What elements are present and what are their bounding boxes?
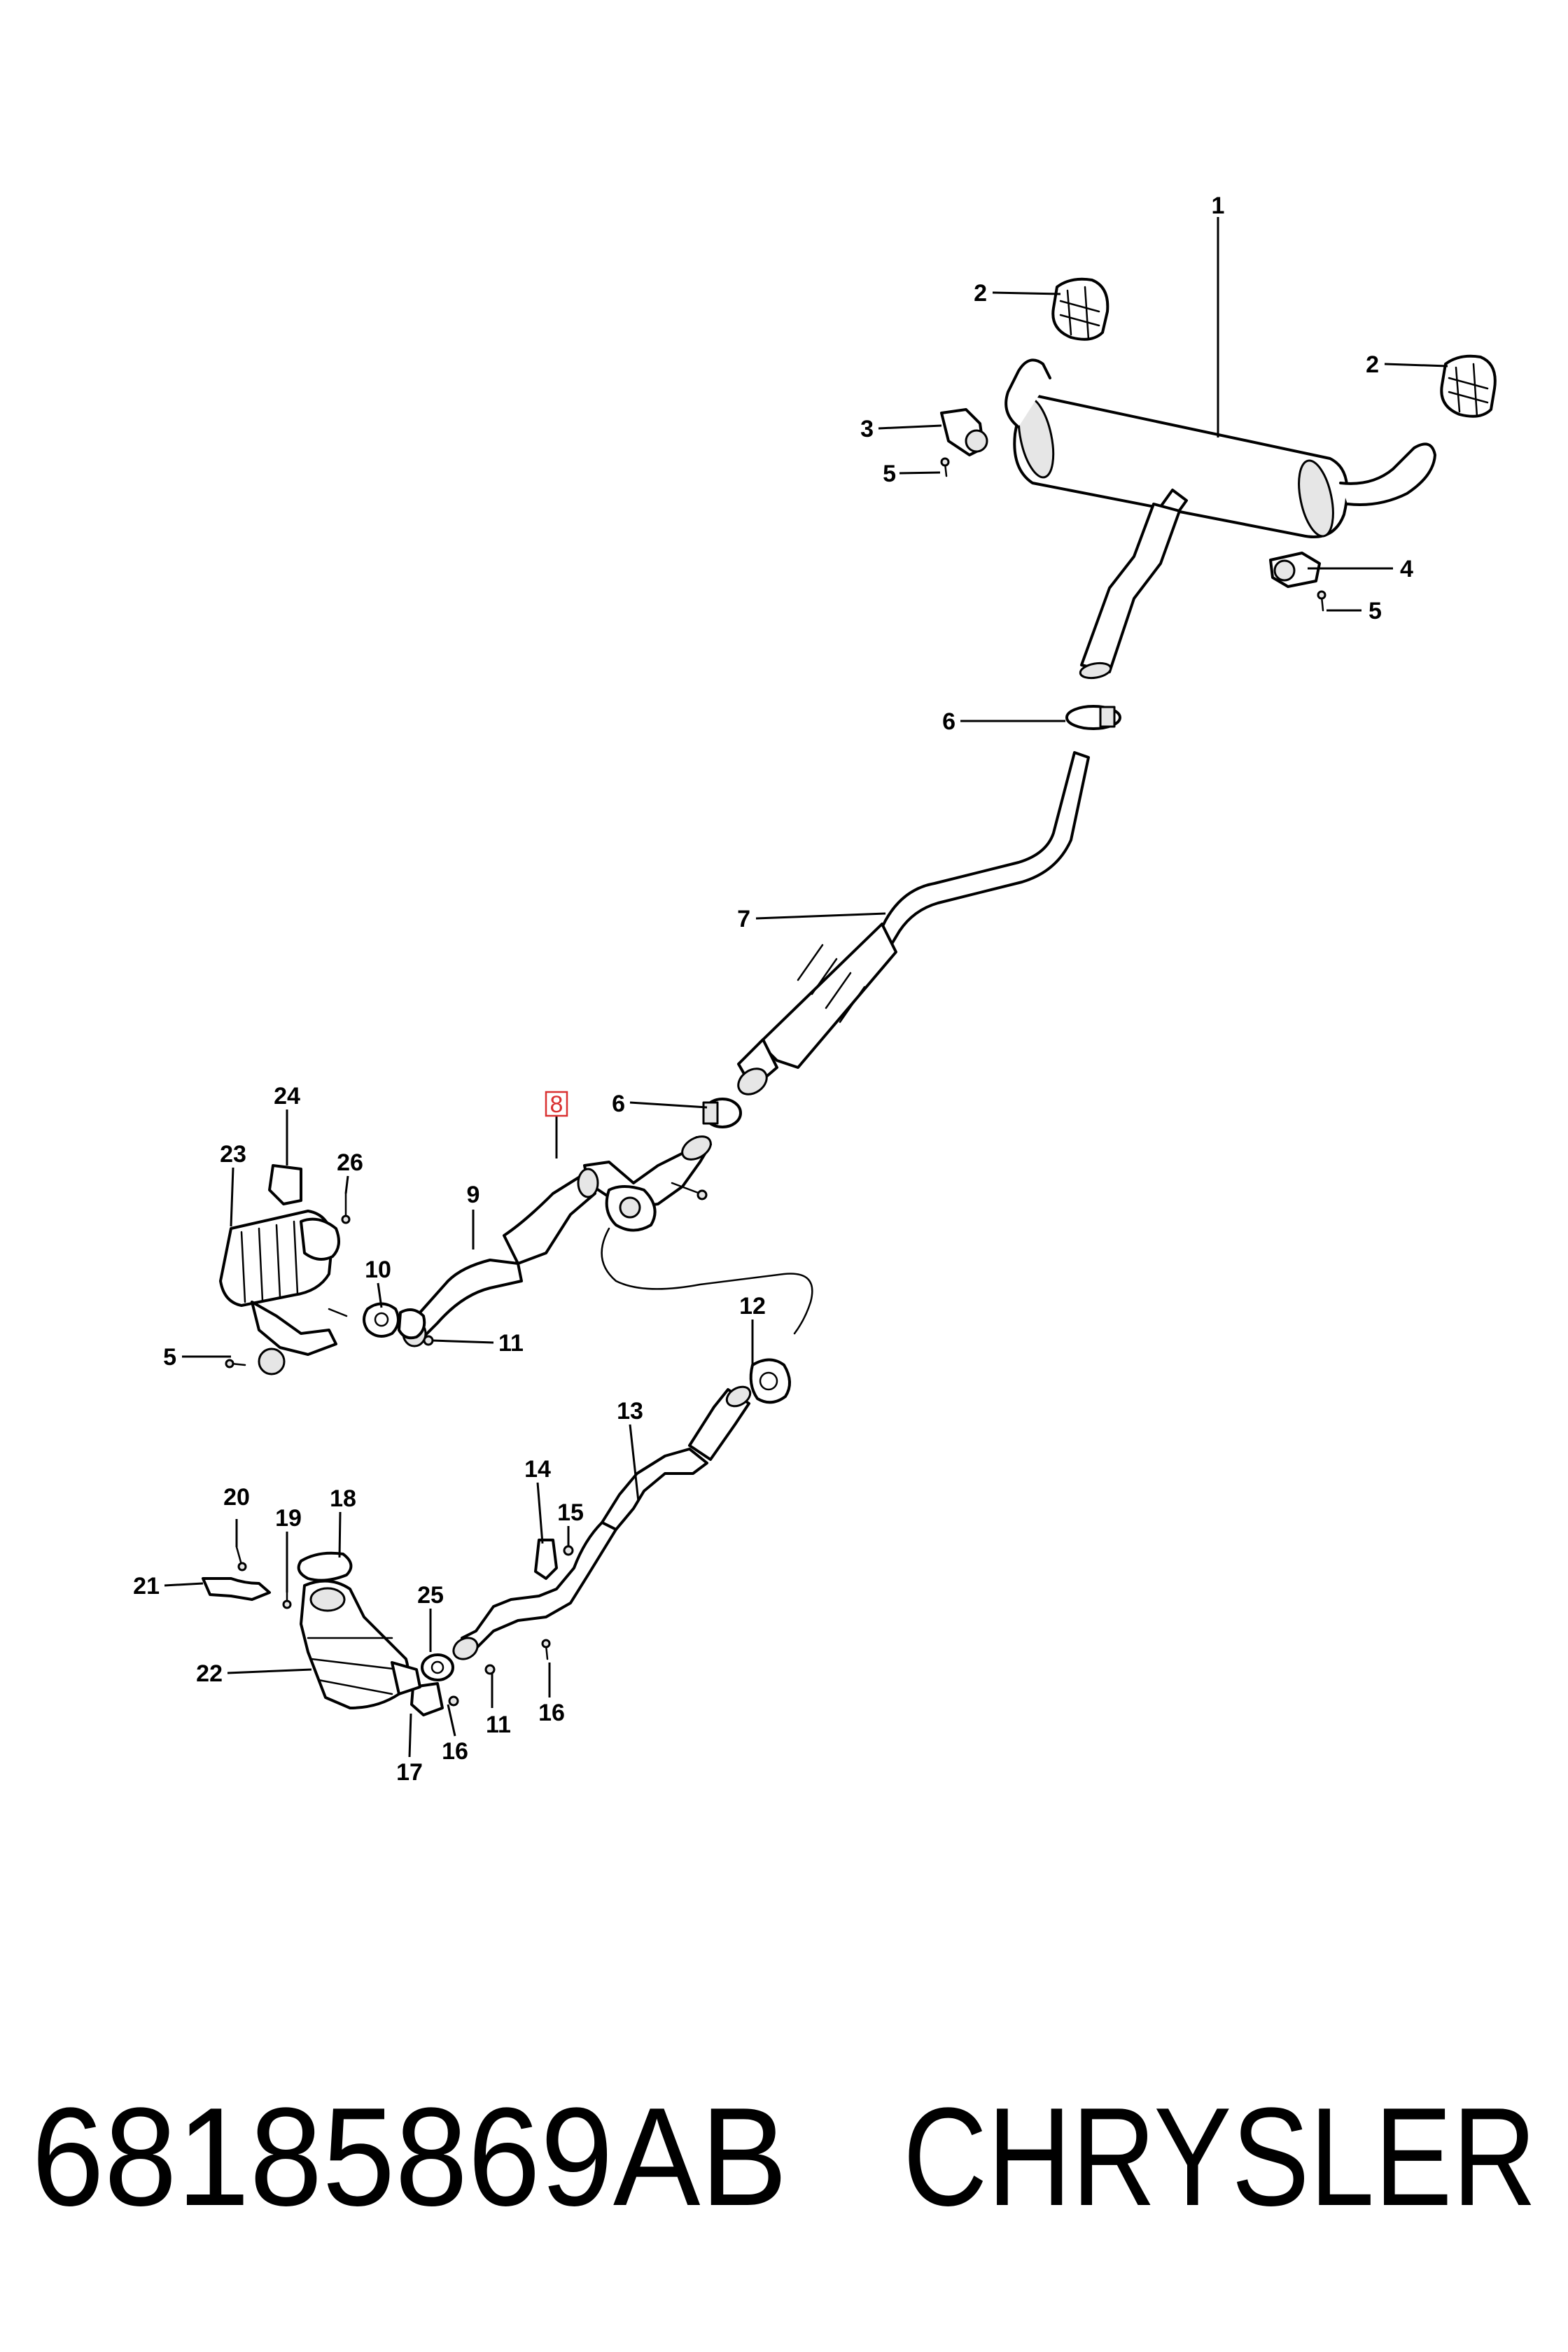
callout-5c: 5 bbox=[163, 1344, 176, 1371]
gasket-25[interactable] bbox=[421, 1653, 454, 1681]
isolator-bracket-left[interactable] bbox=[940, 408, 988, 456]
heat-shield-bracket-24[interactable] bbox=[268, 1164, 302, 1205]
callout-17: 17 bbox=[396, 1759, 423, 1786]
callout-labels: 1 2 2 3 5 4 5 6 7 6 8 9 10 11 5 23 24 26… bbox=[133, 192, 1413, 1786]
isolator-bracket-right[interactable] bbox=[1269, 552, 1321, 588]
nut-11b[interactable] bbox=[484, 1664, 496, 1675]
intermediate-pipe-upper[interactable] bbox=[1079, 503, 1181, 680]
rear-muffler[interactable] bbox=[1004, 358, 1436, 539]
callout-8-highlight-box bbox=[545, 1091, 568, 1117]
callout-9: 9 bbox=[467, 1182, 480, 1208]
bolt-15[interactable] bbox=[563, 1545, 574, 1556]
callout-7: 7 bbox=[737, 906, 750, 932]
callout-20: 20 bbox=[223, 1484, 250, 1511]
callout-6a: 6 bbox=[942, 708, 955, 735]
brand-name: CHRYSLER bbox=[903, 2079, 1536, 2235]
stud-20[interactable] bbox=[235, 1546, 247, 1572]
bolt-5a[interactable] bbox=[940, 457, 950, 477]
callout-4: 4 bbox=[1400, 556, 1413, 582]
part-number: 68185869AB bbox=[31, 2079, 788, 2235]
bracket-21[interactable] bbox=[202, 1577, 271, 1601]
bolt-5c[interactable] bbox=[225, 1359, 246, 1368]
callout-25: 25 bbox=[417, 1582, 444, 1609]
callout-2a: 2 bbox=[974, 280, 987, 307]
callout-22: 22 bbox=[196, 1660, 223, 1687]
bolt-5b[interactable] bbox=[1317, 590, 1326, 612]
callout-26: 26 bbox=[337, 1149, 363, 1176]
bracket-17[interactable] bbox=[410, 1682, 444, 1716]
bolt-16a[interactable] bbox=[541, 1639, 551, 1660]
callout-24: 24 bbox=[274, 1083, 300, 1110]
callout-13: 13 bbox=[617, 1398, 643, 1424]
callout-8[interactable]: 8 bbox=[550, 1091, 564, 1118]
callout-21: 21 bbox=[133, 1573, 160, 1600]
exhaust-tip-left[interactable] bbox=[1051, 277, 1110, 341]
nut-11a[interactable] bbox=[423, 1335, 434, 1346]
front-pipe-upper[interactable] bbox=[402, 1168, 599, 1348]
gasket-10[interactable] bbox=[363, 1302, 426, 1340]
routing-path bbox=[601, 1227, 813, 1335]
callout-23: 23 bbox=[220, 1141, 246, 1168]
callout-5b: 5 bbox=[1368, 598, 1382, 624]
callout-10: 10 bbox=[365, 1256, 391, 1283]
callout-16a: 16 bbox=[538, 1700, 565, 1726]
clamp-lower[interactable] bbox=[702, 1098, 742, 1128]
stud-19[interactable] bbox=[282, 1591, 292, 1609]
callout-12: 12 bbox=[739, 1293, 766, 1320]
catalytic-converter-lower[interactable] bbox=[300, 1579, 421, 1709]
callout-3: 3 bbox=[860, 416, 874, 442]
front-pipe-lower[interactable] bbox=[449, 1383, 753, 1664]
callout-11a: 11 bbox=[498, 1330, 524, 1357]
leader-lines bbox=[164, 217, 1448, 1758]
callout-19: 19 bbox=[275, 1505, 302, 1532]
resonator-pipe[interactable] bbox=[734, 751, 1090, 1100]
callout-18: 18 bbox=[330, 1485, 356, 1512]
callout-6b: 6 bbox=[612, 1091, 625, 1117]
callout-14: 14 bbox=[524, 1456, 551, 1483]
catalytic-converter-upper[interactable] bbox=[219, 1210, 348, 1376]
callout-11b: 11 bbox=[486, 1712, 511, 1738]
bolt-16b[interactable] bbox=[448, 1695, 459, 1707]
hanger-bracket-14[interactable] bbox=[534, 1539, 558, 1580]
gasket-18[interactable] bbox=[297, 1551, 353, 1582]
callout-5a: 5 bbox=[883, 461, 896, 487]
exhaust-tip-right[interactable] bbox=[1440, 354, 1497, 418]
clamp-upper[interactable] bbox=[1065, 705, 1121, 730]
gasket-12[interactable] bbox=[749, 1358, 791, 1404]
callout-2b: 2 bbox=[1366, 351, 1379, 378]
callout-15: 15 bbox=[557, 1499, 584, 1526]
y-pipe-assembly[interactable] bbox=[583, 1132, 715, 1232]
callout-1: 1 bbox=[1212, 192, 1225, 219]
callout-16b: 16 bbox=[442, 1738, 468, 1765]
bolt-26[interactable] bbox=[341, 1192, 351, 1224]
